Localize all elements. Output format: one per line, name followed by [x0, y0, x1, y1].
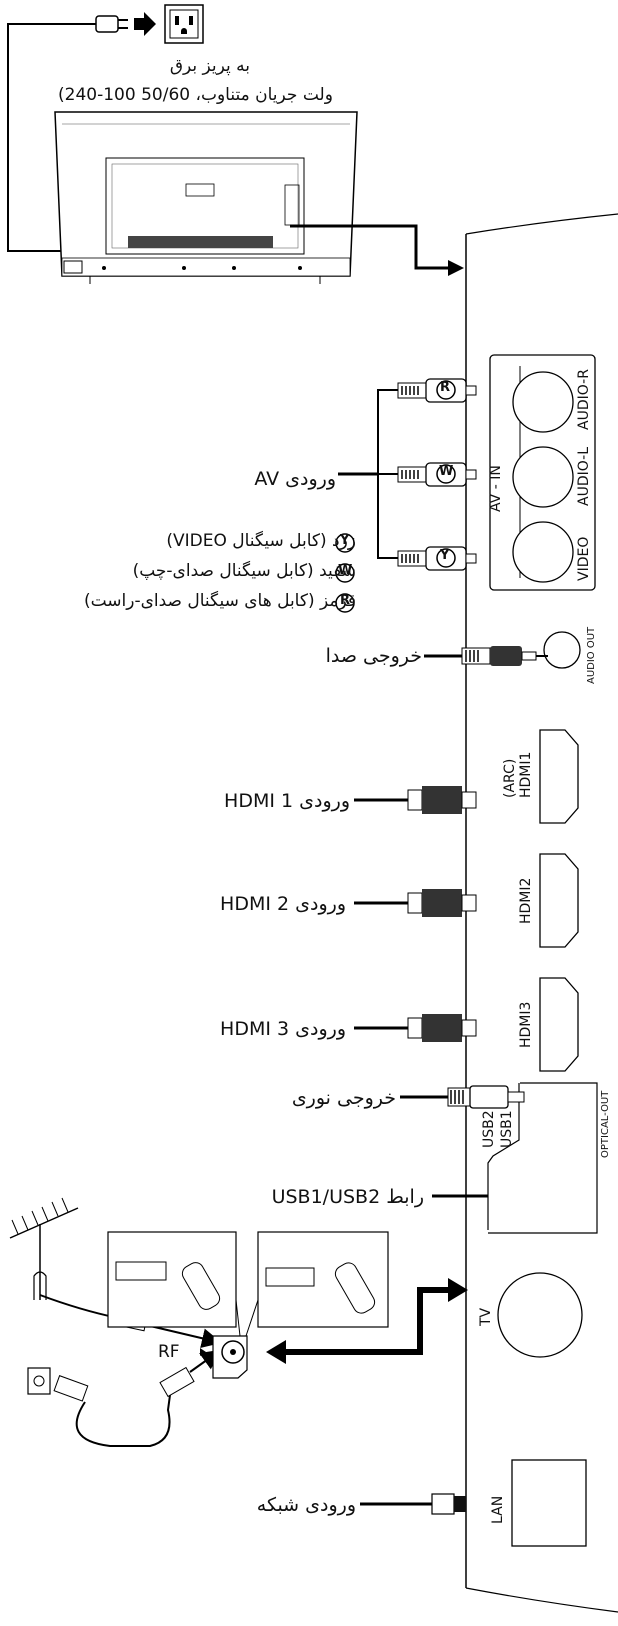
lan-cable	[360, 1493, 466, 1515]
audio-out-port-label: AUDIO OUT	[586, 626, 597, 684]
power-cable	[7, 23, 104, 252]
wall-outlet-icon	[164, 4, 204, 44]
optical-port-label: OPTICAL-OUT	[600, 1090, 611, 1158]
power-section	[7, 4, 464, 284]
rca-plug-w	[397, 462, 477, 487]
tv-port-label: TV	[478, 1307, 494, 1326]
legend-letter-r: R	[340, 593, 351, 608]
hdmi2-port	[539, 853, 579, 948]
usb2-port-label: USB2	[481, 1110, 497, 1148]
tv-antenna-port	[497, 1272, 583, 1358]
av-legend-red: قرمز (کابل های سیگنال صدای-راست)	[83, 591, 356, 611]
antenna-icon	[9, 1197, 79, 1300]
hdmi1-port-label: HDMI1	[518, 751, 534, 798]
usb1-port-label: USB1	[499, 1110, 515, 1148]
optical-cable	[400, 1085, 525, 1109]
av-input-label: ورودی AV	[254, 468, 336, 490]
arrow-right-icon	[134, 12, 156, 36]
lan-port	[511, 1459, 587, 1547]
hdmi1-label: ورودی HDMI 1	[224, 790, 350, 812]
outlet-label: به پریز برق	[169, 56, 250, 76]
hdmi3-cable	[354, 1014, 477, 1042]
audio-l-port-label: AUDIO-L	[576, 447, 592, 506]
av-legend-white: سفید (کابل سیگنال صدای-چپ)	[132, 561, 356, 581]
lan-port-label: LAN	[490, 1495, 506, 1524]
hdmi1-arc-label: (ARC)	[502, 758, 518, 798]
hdmi3-port-label: HDMI3	[518, 1001, 534, 1048]
usb-port-group	[488, 1082, 598, 1234]
hdmi1-cable	[354, 786, 477, 814]
antenna-section	[9, 1197, 468, 1447]
power-plug-icon	[95, 15, 128, 33]
tv-back-illustration	[54, 111, 358, 284]
hdmi2-port-label: HDMI2	[518, 877, 534, 924]
video-jack	[512, 521, 574, 583]
plug-letter-y: Y	[440, 548, 450, 563]
audio-out-jack	[543, 631, 581, 669]
audio-l-jack	[512, 446, 574, 508]
optical-label: خروجی نوری	[291, 1087, 396, 1109]
audio-r-jack	[512, 371, 574, 433]
av-in-port-label: AV - IN	[488, 465, 504, 512]
hdmi1-port	[539, 729, 579, 824]
plug-letter-r: R	[440, 380, 451, 395]
hdmi3-label: ورودی HDMI 3	[220, 1018, 346, 1040]
plug-letter-w: W	[439, 464, 454, 479]
video-port-label: VIDEO	[576, 536, 592, 581]
plug-letter-badges	[335, 380, 456, 613]
legend-letter-w: W	[338, 563, 353, 578]
rf-label: RF	[158, 1342, 180, 1362]
lan-label: ورودی شبکه	[256, 1494, 356, 1516]
wall-antenna-plate-icon	[27, 1367, 51, 1395]
tv-side-panel	[465, 213, 618, 1613]
voltage-label: (240-100 ولت جریان متناوب، 50/60	[58, 85, 333, 105]
audio-out-label: خروجی صدا	[325, 645, 422, 667]
audio-out-cable	[424, 646, 548, 666]
usb-label: رابط USB1/USB2	[271, 1186, 424, 1208]
av-legend-yellow: زرد (کابل سیگنال VIDEO)	[166, 531, 356, 551]
hdmi3-port	[539, 977, 579, 1072]
audio-r-port-label: AUDIO-R	[576, 369, 592, 430]
hdmi2-label: ورودی HDMI 2	[220, 893, 346, 915]
legend-letter-y: Y	[340, 533, 350, 548]
hdmi2-cable	[354, 889, 477, 917]
